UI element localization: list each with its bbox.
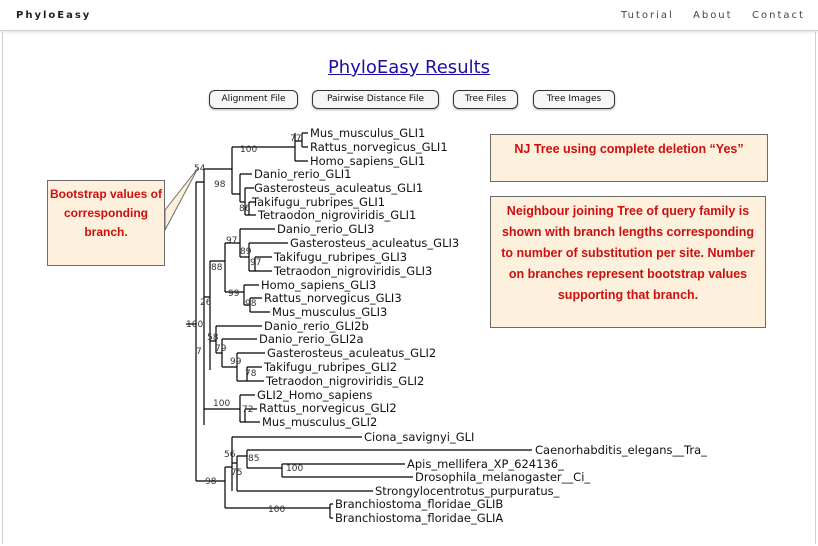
bootstrap-label: 88 bbox=[211, 263, 223, 273]
bootstrap-label: 78 bbox=[245, 369, 257, 379]
bootstrap-label: 7 bbox=[196, 347, 202, 357]
bootstrap-label: 100 bbox=[213, 399, 230, 409]
taxon-label: Mus_musculus_GLI3 bbox=[272, 305, 387, 319]
bootstrap-label: 75 bbox=[231, 468, 242, 478]
bootstrap-label: 89 bbox=[240, 247, 252, 257]
bootstrap-label: 26 bbox=[200, 298, 212, 308]
taxon-label: Branchiostoma_floridae_GLIB bbox=[335, 497, 503, 511]
tree-images-button[interactable]: Tree Images bbox=[533, 90, 615, 109]
nj-tree-note-text: NJ Tree using complete deletion “Yes” bbox=[514, 142, 744, 156]
bootstrap-label: 100 bbox=[286, 464, 303, 474]
taxon-label: Apis_mellifera_XP_624136_ bbox=[407, 457, 564, 471]
taxon-label: Danio_rerio_GLI2b bbox=[264, 319, 369, 333]
page-title[interactable]: PhyloEasy Results bbox=[327, 57, 491, 78]
bootstrap-label: 97 bbox=[226, 236, 237, 246]
alignment-file-button[interactable]: Alignment File bbox=[209, 90, 298, 109]
bootstrap-label: 98 bbox=[205, 477, 217, 487]
brand-logo[interactable]: PhyloEasy bbox=[16, 10, 92, 21]
taxon-label: Ciona_savignyi_GLI bbox=[364, 430, 474, 444]
bootstrap-label: 58 bbox=[207, 333, 219, 343]
pairwise-distance-button[interactable]: Pairwise Distance File bbox=[312, 90, 439, 109]
bootstrap-label: 100 bbox=[186, 320, 203, 330]
taxon-label: Mus_musculus_GLI2 bbox=[262, 415, 377, 429]
taxon-label: Danio_rerio_GLI2a bbox=[259, 332, 364, 346]
taxon-label: Gasterosteus_aculeatus_GLI3 bbox=[290, 236, 459, 250]
content-frame bbox=[2, 32, 816, 544]
taxon-label: GLI2_Homo_sapiens bbox=[257, 388, 372, 402]
taxon-label: Takifugu_rubripes_GLI3 bbox=[273, 250, 407, 264]
tree-files-button[interactable]: Tree Files bbox=[453, 90, 518, 109]
bootstrap-label: 97 bbox=[250, 258, 261, 268]
top-navbar: PhyloEasy Tutorial About Contact bbox=[0, 0, 818, 31]
bootstrap-label: 100 bbox=[240, 145, 257, 155]
taxon-label: Caenorhabditis_elegans__Tra_ bbox=[535, 443, 707, 457]
callout-pointer bbox=[164, 167, 199, 231]
nav-contact[interactable]: Contact bbox=[752, 10, 805, 21]
taxon-label: Rattus_norvegicus_GLI2 bbox=[259, 401, 397, 415]
bootstrap-label: 99 bbox=[228, 289, 240, 299]
taxon-label: Rattus_norvegicus_GLI1 bbox=[310, 140, 448, 154]
taxon-label: Homo_sapiens_GLI3 bbox=[261, 278, 376, 292]
bootstrap-callout-text: Bootstrap values of corresponding branch… bbox=[49, 187, 163, 239]
bootstrap-callout: Bootstrap values of corresponding branch… bbox=[47, 180, 165, 266]
taxon-label: Gasterosteus_aculeatus_GLI2 bbox=[267, 346, 436, 360]
nav-tutorial[interactable]: Tutorial bbox=[621, 10, 674, 21]
taxon-label: Homo_sapiens_GLI1 bbox=[310, 154, 425, 168]
taxon-label: Gasterosteus_aculeatus_GLI1 bbox=[254, 181, 423, 195]
bootstrap-labels: 77 100 54 98 86 97 88 89 97 26 99 98 100… bbox=[186, 134, 303, 515]
taxon-label: Mus_musculus_GLI1 bbox=[310, 126, 425, 140]
taxon-label: Tetraodon_nigroviridis_GLI1 bbox=[257, 208, 416, 222]
bootstrap-label: 56 bbox=[224, 450, 236, 460]
bootstrap-label: 72 bbox=[242, 405, 253, 415]
taxon-label: Danio_rerio_GLI1 bbox=[254, 167, 351, 181]
bootstrap-label: 100 bbox=[268, 505, 285, 515]
nj-tree-note: NJ Tree using complete deletion “Yes” bbox=[490, 134, 768, 182]
taxon-label: Strongylocentrotus_purpuratus_ bbox=[375, 484, 560, 498]
taxon-label: Drosophila_melanogaster__Ci_ bbox=[415, 470, 590, 484]
taxon-label: Danio_rerio_GLI3 bbox=[277, 222, 374, 236]
nav-about[interactable]: About bbox=[693, 10, 733, 21]
tree-description-text: Neighbour joining Tree of query family i… bbox=[501, 204, 755, 302]
bootstrap-label: 79 bbox=[215, 344, 227, 354]
bootstrap-label: 77 bbox=[290, 134, 301, 144]
bootstrap-label: 85 bbox=[248, 454, 259, 464]
taxon-label: Rattus_norvegicus_GLI3 bbox=[264, 291, 402, 305]
bootstrap-label: 98 bbox=[214, 180, 226, 190]
tree-description: Neighbour joining Tree of query family i… bbox=[490, 196, 766, 328]
taxon-label: Tetraodon_nigroviridis_GLI3 bbox=[273, 264, 432, 278]
taxon-labels: Mus_musculus_GLI1 Rattus_norvegicus_GLI1… bbox=[251, 126, 707, 525]
taxon-label: Takifugu_rubripes_GLI2 bbox=[263, 360, 397, 374]
taxon-label: Takifugu_rubripes_GLI1 bbox=[251, 195, 385, 209]
bootstrap-label: 98 bbox=[245, 299, 257, 309]
bootstrap-label: 86 bbox=[239, 204, 251, 214]
taxon-label: Branchiostoma_floridae_GLIA bbox=[335, 511, 503, 525]
bootstrap-label: 54 bbox=[194, 164, 206, 174]
tree-branches bbox=[186, 132, 532, 519]
bootstrap-label: 99 bbox=[230, 357, 242, 367]
taxon-label: Tetraodon_nigroviridis_GLI2 bbox=[265, 374, 424, 388]
